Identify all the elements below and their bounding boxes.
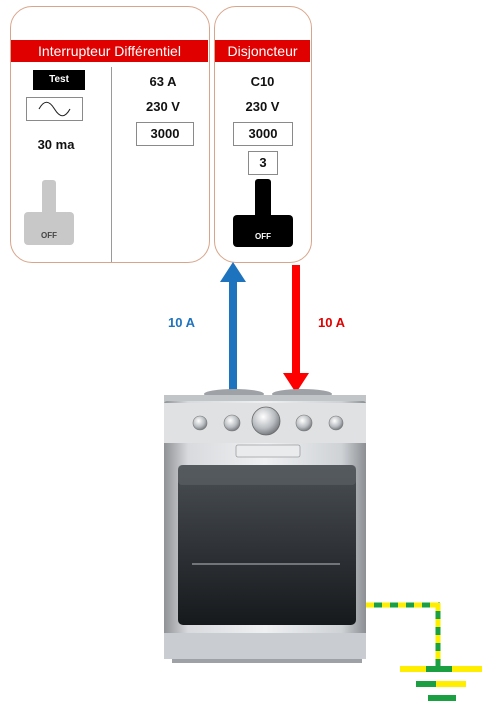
rcd-sensitivity: 30 ma: [37, 137, 75, 152]
rcd-toggle-switch[interactable]: OFF: [11, 7, 111, 264]
rcd-toggle-state: OFF: [41, 231, 57, 240]
rcd-divider: [111, 67, 112, 262]
breaker-curve-rating: C10: [250, 74, 275, 89]
breaker-breaking-capacity: 3000: [233, 122, 293, 146]
return-current-arrow: [220, 262, 246, 395]
rcd-panel: Interrupteur Différentiel Test 30 ma OFF…: [10, 6, 210, 263]
supply-current-arrow: [283, 265, 309, 393]
return-current-label: 10 A: [168, 315, 195, 330]
supply-current-label: 10 A: [318, 315, 345, 330]
rcd-toggle-lever: [42, 180, 56, 216]
test-button[interactable]: Test: [33, 70, 85, 90]
breaker-toggle-state: OFF: [255, 232, 271, 241]
electric-cooker-icon: [164, 389, 366, 663]
breaker-toggle-switch[interactable]: OFF: [215, 7, 310, 264]
breaker-class: 3: [248, 151, 278, 175]
breaker-toggle-lever: [255, 179, 271, 219]
breaker-panel: Disjoncteur C10 230 V 3000 3 OFF: [214, 6, 312, 263]
earth-ground-icon: [366, 602, 482, 701]
rcd-toggle-base: [24, 212, 74, 245]
rcd-rating: 63 A: [149, 74, 177, 89]
breaker-title: Disjoncteur: [215, 40, 310, 62]
rcd-title: Interrupteur Différentiel: [11, 40, 208, 62]
breaker-voltage: 230 V: [245, 99, 280, 114]
rcd-voltage: 230 V: [146, 99, 180, 114]
sine-wave-icon: [38, 101, 71, 117]
rcd-breaking-capacity: 3000: [136, 122, 194, 146]
ac-symbol-box: [26, 97, 83, 121]
breaker-toggle-base: [233, 215, 293, 247]
